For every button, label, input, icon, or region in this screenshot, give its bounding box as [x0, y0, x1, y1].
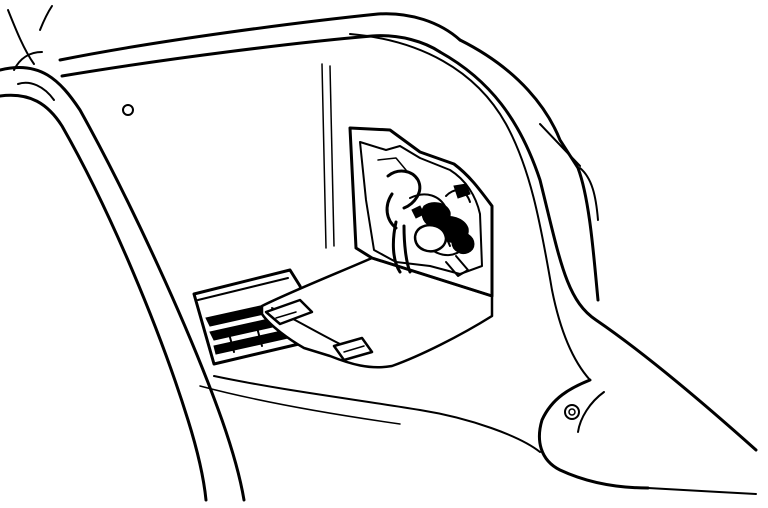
fastener-hole-icon — [122, 104, 134, 116]
roof-opening-edge — [7, 5, 462, 116]
rear-wall-seam — [321, 63, 335, 249]
bolt-icon — [564, 404, 580, 420]
bulb-socket-icon — [453, 183, 471, 199]
service-opening — [348, 126, 494, 298]
cargo-floor — [199, 375, 541, 453]
access-cover-panel — [260, 256, 494, 369]
lower-right-trim — [537, 378, 650, 490]
wire-bundle — [391, 220, 402, 274]
right-side-panel — [349, 33, 758, 452]
lower-right-edge — [647, 487, 757, 495]
left-pillar-trim — [0, 51, 246, 502]
wiring-harness — [385, 169, 475, 277]
